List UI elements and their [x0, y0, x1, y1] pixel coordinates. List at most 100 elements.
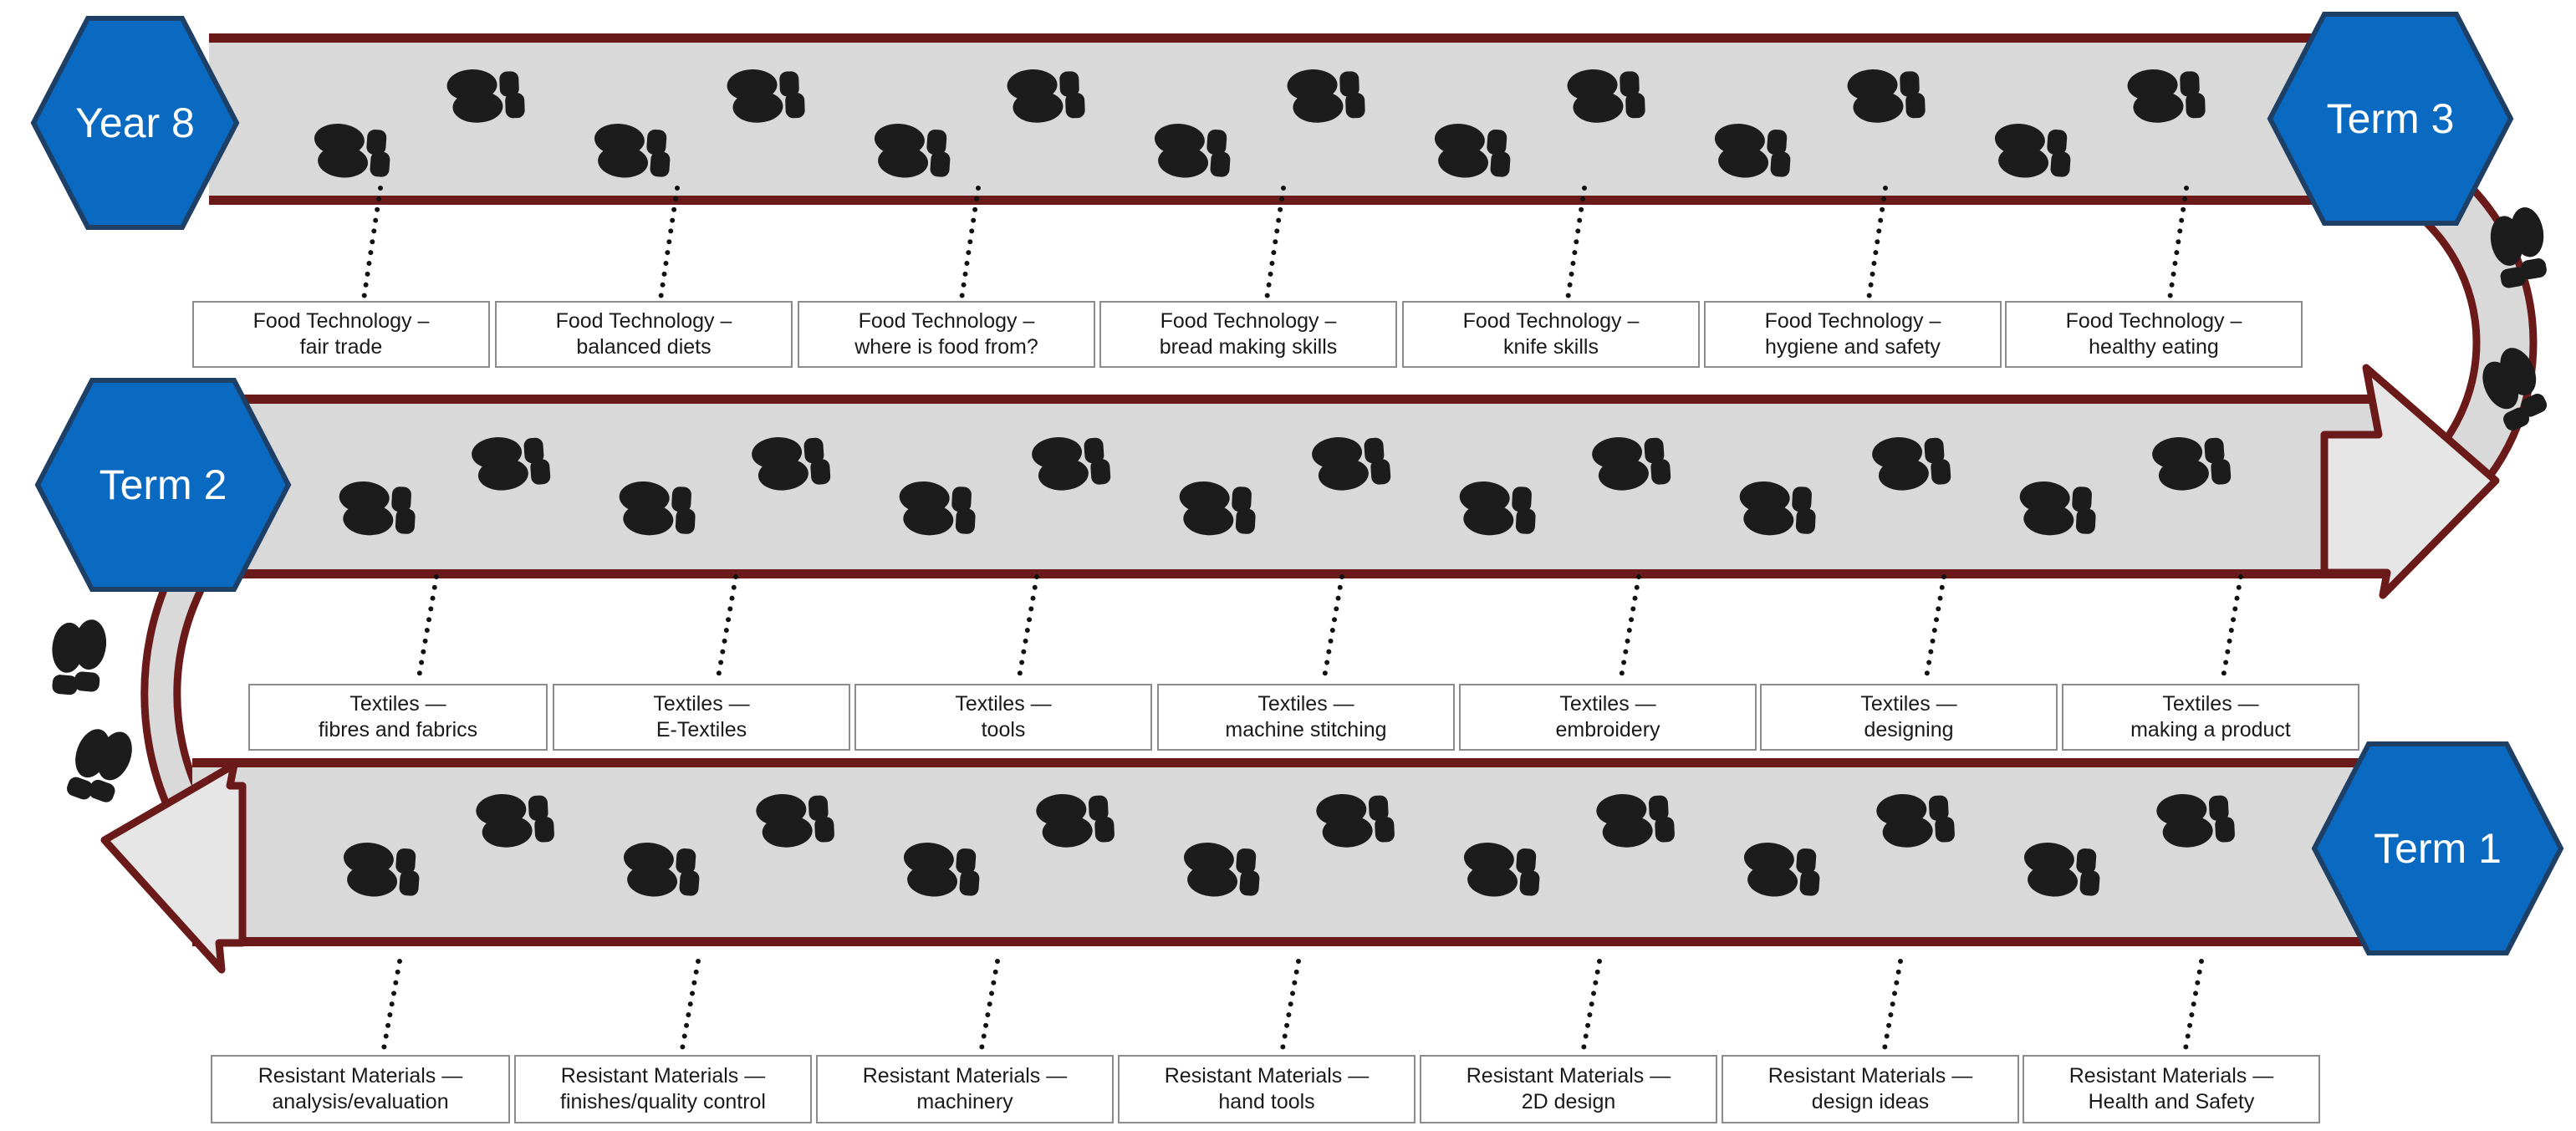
topic-subject: Textiles —: [653, 692, 750, 716]
footprint-icon: [1007, 68, 1085, 124]
leader-line: [2182, 959, 2204, 1056]
leader-line: [1321, 574, 1344, 685]
footprint-icon: [2127, 68, 2206, 124]
top-road: [209, 33, 2362, 205]
topic-box-textiles-7: Textiles — making a product: [2062, 684, 2359, 751]
footprint-icon: [1871, 434, 1951, 492]
footprint-icon: [446, 68, 525, 124]
footprint-icon: [1031, 434, 1111, 492]
leader-line: [2220, 574, 2243, 685]
footprint-icon: [727, 68, 805, 124]
term3-label: Term 3: [2326, 95, 2455, 142]
topic-box-food-5: Food Technology – knife skills: [1402, 301, 1700, 368]
marker-term2-hexagon-icon: [34, 378, 292, 592]
topic-box-food-1: Food Technology – fair trade: [192, 301, 490, 368]
topic-title: embroidery: [1555, 718, 1660, 741]
topic-subject: Textiles —: [2162, 692, 2259, 716]
leader-line: [1016, 574, 1039, 685]
topic-subject: Textiles —: [955, 692, 1052, 716]
topic-box-resistant-6: Resistant Materials — design ideas: [1722, 1055, 2019, 1123]
leader-line: [959, 186, 981, 302]
topic-title: balanced diets: [576, 335, 712, 359]
topic-subject: Resistant Materials —: [862, 1064, 1068, 1088]
marker-year8-hexagon-icon: [30, 16, 240, 230]
topic-title: analysis/evaluation: [272, 1090, 449, 1113]
footprint-icon: [1457, 480, 1537, 537]
topic-box-resistant-4: Resistant Materials — hand tools: [1118, 1055, 1416, 1123]
topic-title: making a product: [2130, 718, 2291, 741]
topic-title: machinery: [916, 1090, 1013, 1113]
footprint-icon: [617, 480, 696, 537]
topic-subject: Resistant Materials —: [258, 1064, 463, 1088]
footprint-icon: [62, 720, 139, 810]
topic-subject: Textiles —: [1257, 692, 1354, 716]
footprint-icon: [1311, 434, 1391, 492]
topic-subject: Resistant Materials —: [2068, 1064, 2274, 1088]
topic-subject: Food Technology –: [1764, 309, 1941, 333]
leader-line: [978, 959, 1000, 1056]
footprint-icon: [475, 792, 554, 849]
footprint-icon: [48, 616, 109, 697]
middle-road-arrow-icon: [2320, 364, 2500, 599]
footprint-icon: [755, 792, 834, 849]
topic-title: E-Textiles: [655, 718, 747, 741]
topic-title: hygiene and safety: [1765, 335, 1941, 359]
topic-title: design ideas: [1811, 1090, 1930, 1113]
leader-line: [715, 574, 738, 685]
topic-subject: Food Technology –: [1160, 309, 1337, 333]
marker-term1-hexagon-icon: [2311, 741, 2564, 955]
topic-box-food-3: Food Technology – where is food from?: [798, 301, 1095, 368]
topic-subject: Food Technology –: [1462, 309, 1640, 333]
middle-road: [192, 395, 2400, 578]
footprint-icon: [2151, 434, 2232, 492]
leader-line: [1264, 186, 1286, 302]
topic-subject: Food Technology –: [858, 309, 1035, 333]
leader-line: [1279, 959, 1301, 1056]
topic-subject: Resistant Materials —: [560, 1064, 766, 1088]
topic-box-resistant-1: Resistant Materials — analysis/evaluatio…: [211, 1055, 510, 1123]
footprint-icon: [1567, 68, 1645, 124]
term2-label: Term 2: [99, 461, 227, 508]
bottom-road-arrow-icon: [100, 761, 247, 974]
topic-title: bread making skills: [1159, 335, 1338, 359]
footprint-icon: [1595, 792, 1675, 849]
footprint-icon: [1875, 792, 1955, 849]
topic-box-food-7: Food Technology – healthy eating: [2005, 301, 2303, 368]
footprint-icon: [1737, 480, 1817, 537]
footprint-icon: [337, 480, 416, 537]
topic-box-resistant-3: Resistant Materials — machinery: [816, 1055, 1114, 1123]
footprint-icon: [1315, 792, 1395, 849]
topic-box-textiles-3: Textiles — tools: [854, 684, 1152, 751]
footprint-icon: [1287, 68, 1365, 124]
footprint-icon: [2155, 792, 2235, 849]
footprint-icon: [2017, 480, 2097, 537]
topic-title: tools: [981, 718, 1026, 741]
topic-title: where is food from?: [854, 335, 1038, 359]
topic-title: Health and Safety: [2088, 1090, 2255, 1113]
topic-box-resistant-5: Resistant Materials — 2D design: [1420, 1055, 1717, 1123]
leader-line: [1881, 959, 1903, 1056]
topic-title: knife skills: [1503, 335, 1599, 359]
leader-line: [361, 186, 383, 302]
leader-line: [1565, 186, 1587, 302]
topic-subject: Resistant Materials —: [1466, 1064, 1671, 1088]
footprint-icon: [1847, 68, 1926, 124]
topic-box-textiles-1: Textiles — fibres and fabrics: [248, 684, 548, 751]
topic-box-resistant-2: Resistant Materials — finishes/quality c…: [514, 1055, 812, 1123]
topic-subject: Food Technology –: [2065, 309, 2242, 333]
topic-title: healthy eating: [2089, 335, 2219, 359]
leader-lines: [361, 186, 2243, 1056]
topic-subject: Food Technology –: [555, 309, 732, 333]
leader-line: [416, 574, 439, 685]
term1-label: Term 1: [2374, 825, 2502, 872]
leader-line: [1618, 574, 1641, 685]
topic-box-textiles-6: Textiles — designing: [1760, 684, 2058, 751]
footprint-icon: [1177, 480, 1257, 537]
topic-title: hand tools: [1218, 1090, 1315, 1113]
footprint-icon: [751, 434, 831, 492]
leader-line: [1923, 574, 1946, 685]
topic-title: finishes/quality control: [560, 1090, 766, 1113]
leader-line: [1866, 186, 1888, 302]
topic-title: fair trade: [299, 335, 383, 359]
